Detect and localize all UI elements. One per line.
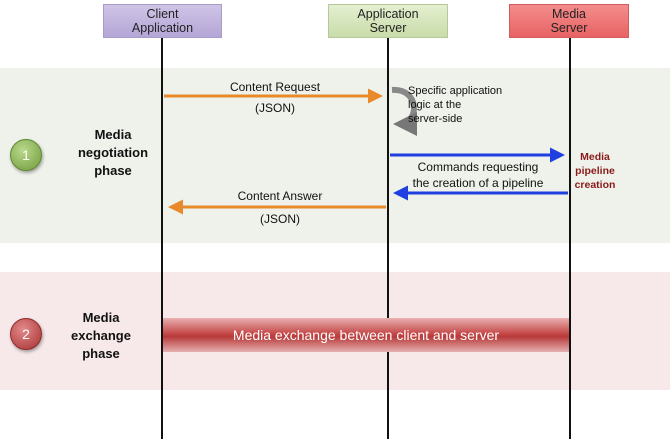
media-server-lifeline: [569, 38, 571, 439]
commands-label: Commands requesting the creation of a pi…: [397, 159, 559, 191]
phase-2-title-line2: exchange: [71, 328, 131, 343]
pipeline-creation-line3: creation: [574, 179, 616, 191]
application-server-lifeline: [387, 38, 389, 439]
media-server-header: Media Server: [509, 4, 629, 38]
app-header-line1: Application: [357, 7, 419, 21]
phase-1-title: Media negotiation phase: [58, 126, 168, 180]
phase-1-title-line1: Media: [94, 127, 132, 142]
server-logic-loop-arrow: [391, 87, 418, 136]
phase-1-badge: 1: [10, 139, 42, 171]
server-logic-line1: Specific application: [408, 85, 503, 97]
content-answer-label: Content Answer: [237, 189, 323, 203]
pipeline-creation-line2: pipeline: [575, 165, 615, 177]
client-header-line1: Client: [146, 7, 179, 21]
pipeline-creation-note: Media pipeline creation: [565, 150, 625, 192]
phase-2-title-line3: phase: [82, 346, 120, 361]
server-logic-line3: server-side: [408, 113, 463, 125]
client-lifeline: [161, 38, 163, 439]
client-header-line2: Application: [131, 21, 194, 35]
phase-2-badge: 2: [10, 318, 42, 350]
phase-2-title-line1: Media: [82, 310, 120, 325]
phase-1-title-line2: negotiation: [77, 145, 149, 160]
client-application-header: Client Application: [103, 4, 222, 38]
content-request-format: (JSON): [255, 101, 295, 115]
pipeline-creation-line1: Media: [580, 151, 610, 163]
content-answer-format: (JSON): [260, 212, 300, 226]
phase-2-title: Media exchange phase: [52, 309, 150, 363]
commands-label-line1: Commands requesting: [417, 160, 539, 174]
app-header-line2: Server: [369, 21, 407, 35]
server-logic-note: Specific application logic at the server…: [408, 84, 518, 126]
content-request-label: Content Request: [229, 80, 321, 94]
media-exchange-label: Media exchange between client and server: [232, 327, 500, 343]
media-header-line2: Server: [550, 21, 588, 35]
server-logic-line2: logic at the: [408, 99, 462, 111]
application-server-header: Application Server: [328, 4, 448, 38]
commands-label-line2: the creation of a pipeline: [412, 176, 544, 190]
media-header-line1: Media: [551, 7, 587, 21]
media-exchange-bar: Media exchange between client and server: [163, 318, 569, 352]
phase-1-title-line3: phase: [94, 163, 132, 178]
